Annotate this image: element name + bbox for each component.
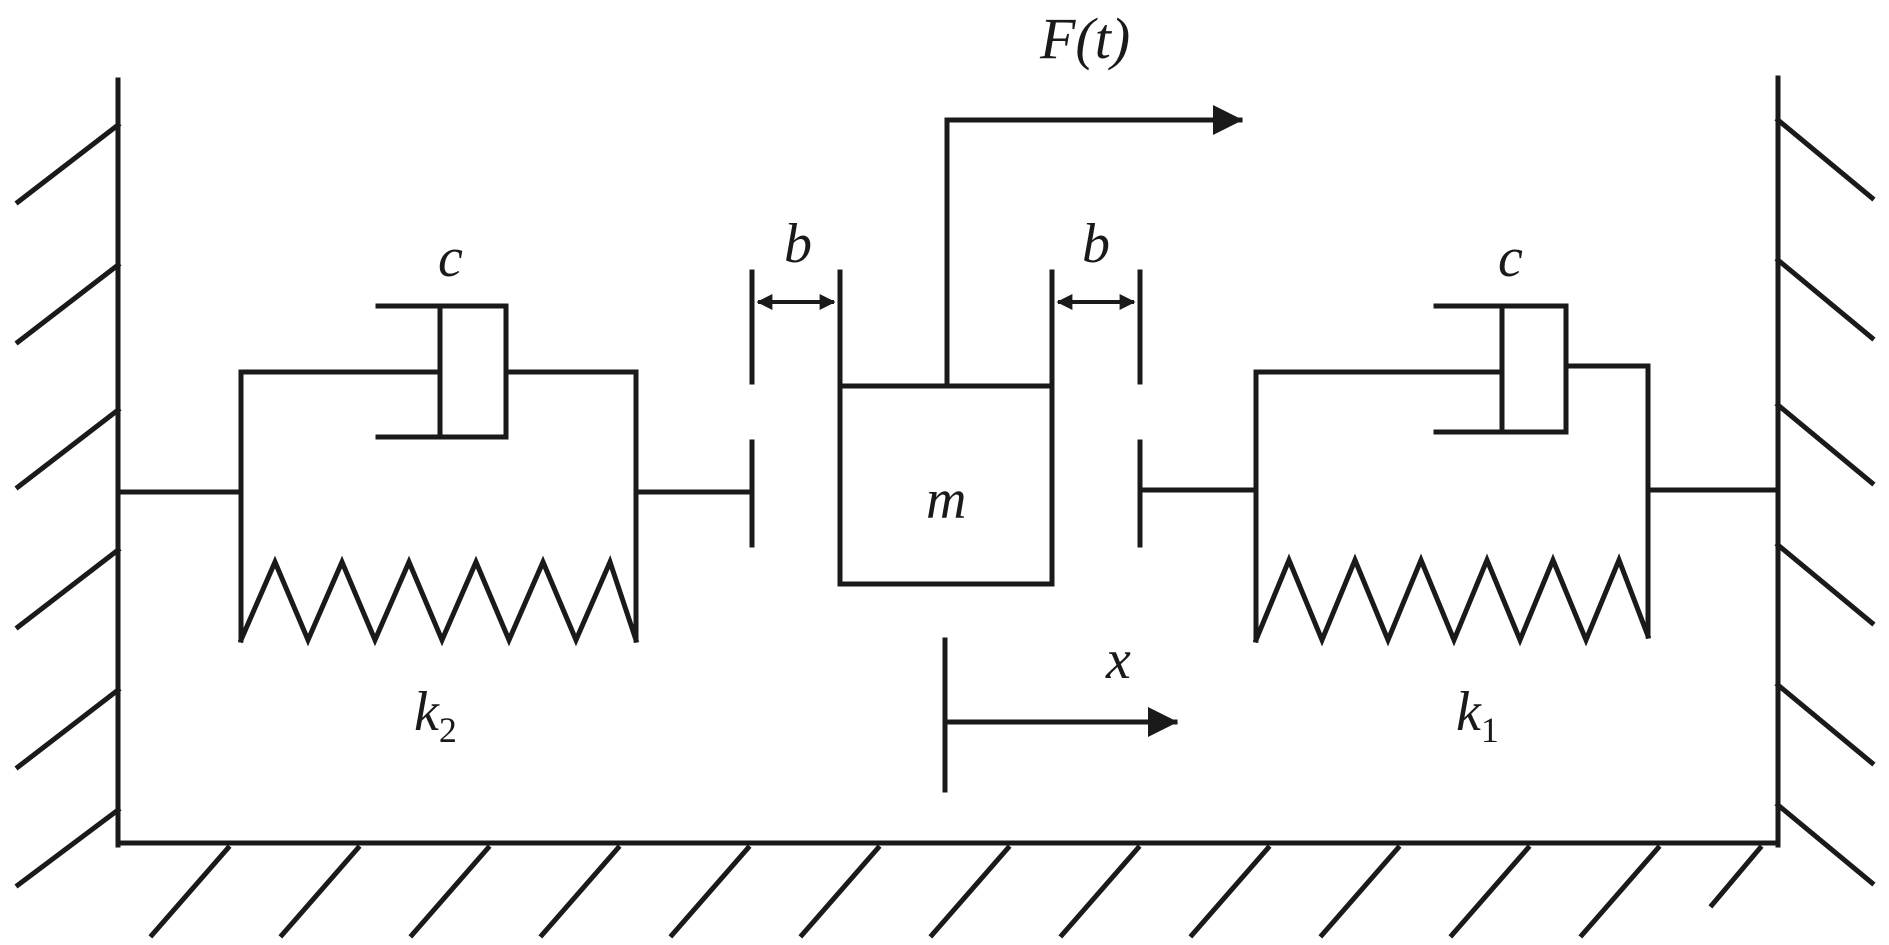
damper-right-label: c	[1498, 227, 1523, 289]
gap-left-label: b	[784, 213, 812, 275]
right-wall-hatching	[1774, 116, 1876, 887]
right-wall	[1774, 75, 1876, 887]
left-spring	[237, 555, 640, 647]
ground-hatching	[148, 844, 1764, 939]
displacement-indicator	[942, 637, 1178, 793]
mass-label: m	[926, 469, 966, 531]
right-spring	[1252, 553, 1652, 647]
left-wall	[14, 77, 122, 889]
gap-right-label: b	[1082, 213, 1110, 275]
left-spring-damper	[115, 303, 755, 647]
right-spring-damper	[1137, 303, 1781, 647]
ground	[115, 840, 1781, 939]
right-gap-indicator	[1056, 269, 1143, 385]
displacement-label: x	[1105, 629, 1131, 691]
right-damper-piston	[1499, 303, 1569, 435]
spring-left-label: k2	[414, 681, 457, 750]
force-label: F(t)	[1039, 6, 1130, 71]
left-gap-indicator	[749, 269, 843, 385]
spring-right-label: k1	[1456, 681, 1499, 750]
left-damper-piston	[437, 303, 509, 440]
left-wall-hatching	[14, 121, 122, 889]
damper-left-label: c	[438, 227, 463, 289]
force-arrow	[944, 105, 1243, 389]
